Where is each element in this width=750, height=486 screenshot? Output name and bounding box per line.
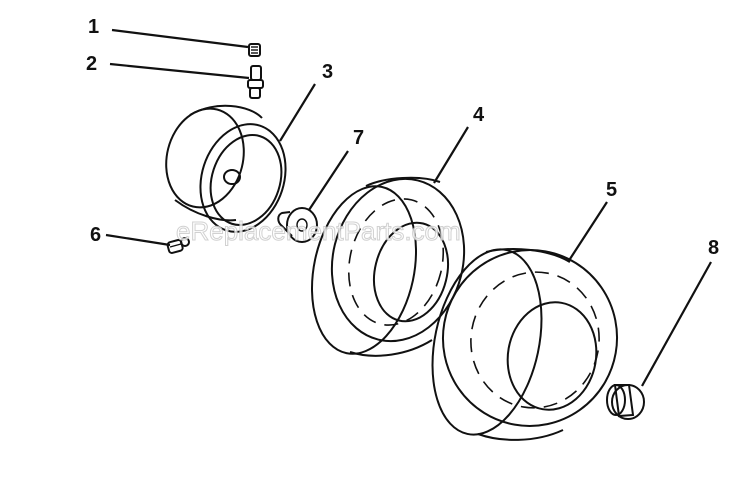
- callout-8: 8: [708, 237, 719, 259]
- tire-part-4: [310, 176, 466, 357]
- valve-stem-part: [247, 65, 264, 99]
- tire-part-5: [431, 248, 619, 441]
- callout-7: 7: [353, 127, 364, 149]
- callout-3: 3: [322, 61, 333, 83]
- valve-cap-part: [248, 43, 261, 57]
- callout-4: 4: [473, 104, 485, 126]
- grease-fitting-part: [166, 237, 190, 254]
- callout-5: 5: [606, 179, 617, 201]
- hub-cap-part: [606, 384, 645, 420]
- flange-bushing-part: [277, 207, 318, 243]
- wheel-rim-part: [165, 104, 287, 233]
- callout-1: 1: [88, 16, 99, 38]
- callout-6: 6: [90, 224, 101, 246]
- watermark-text: eReplacementParts.com: [176, 216, 461, 246]
- callout-2: 2: [86, 53, 97, 75]
- leader-lines: [105, 28, 712, 387]
